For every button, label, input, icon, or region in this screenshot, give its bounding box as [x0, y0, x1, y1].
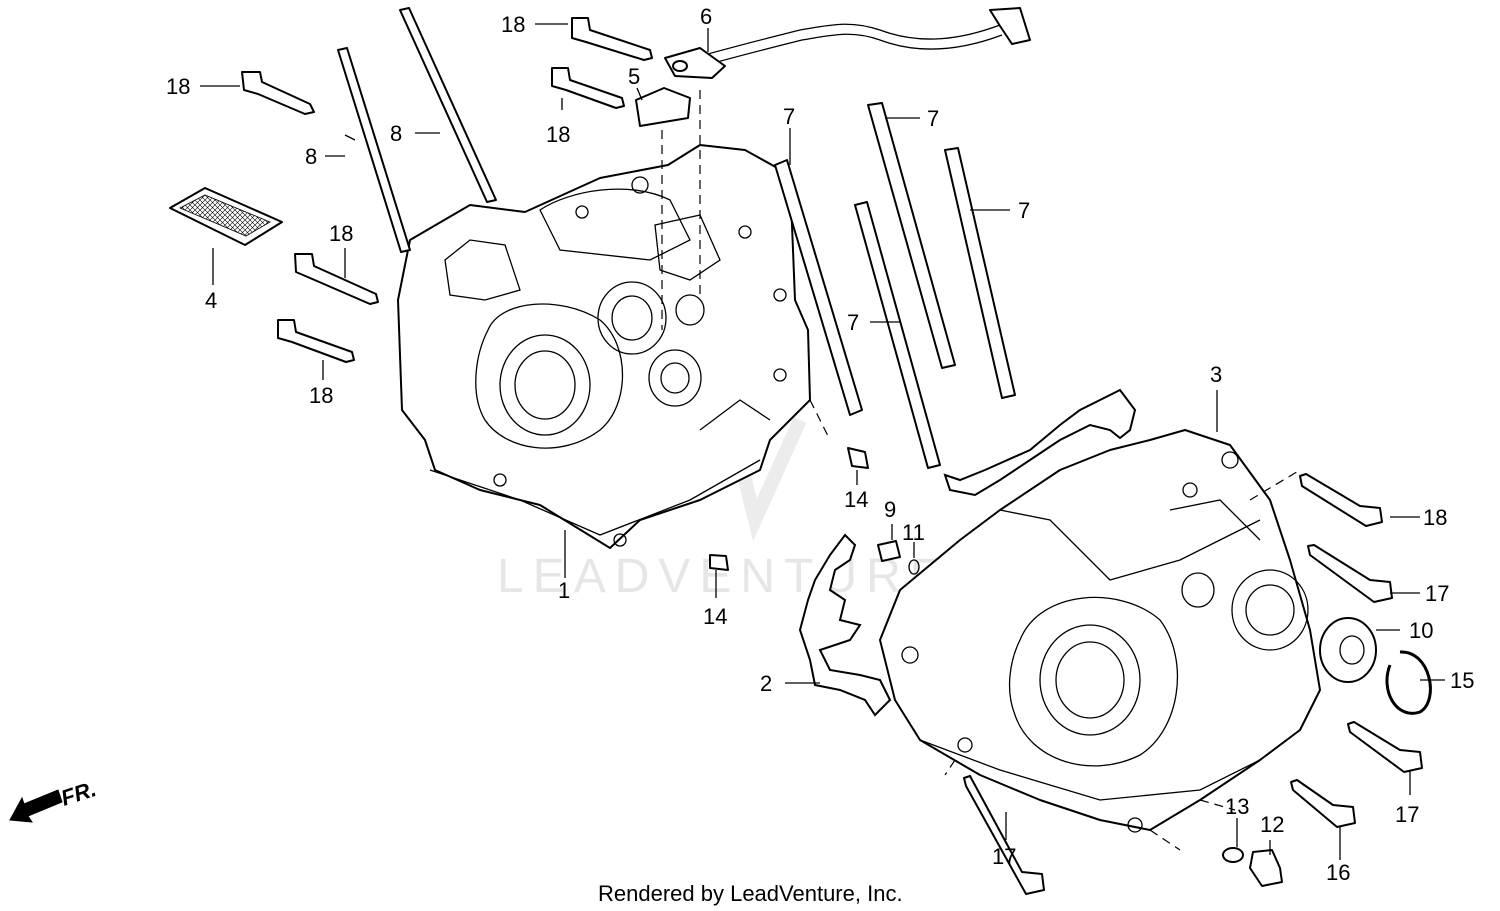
callout-18: 18	[309, 383, 333, 408]
crankcase-gasket-top	[943, 388, 1137, 497]
callout-18: 18	[1423, 505, 1447, 530]
callout-18: 18	[329, 221, 353, 246]
bolts-17-16	[963, 544, 1423, 895]
callout-5: 5	[628, 64, 640, 89]
callout-8: 8	[390, 121, 402, 146]
snap-ring-15	[1385, 650, 1432, 715]
callout-18: 18	[546, 122, 570, 147]
front-arrow-icon	[9, 789, 63, 823]
leader-lines	[200, 23, 1445, 860]
callout-labels: 18 18 18 18 18 18 6 5 8 8 4 7 7 7 7 14 1…	[166, 4, 1474, 885]
dowel-pins-14	[709, 447, 869, 571]
callout-3: 3	[1210, 362, 1222, 387]
oil-seal-10	[1319, 617, 1377, 683]
callout-7: 7	[927, 106, 939, 131]
callout-17: 17	[1425, 581, 1449, 606]
bolts-18	[241, 17, 1383, 527]
front-direction-indicator: FR.	[9, 776, 99, 823]
front-indicator-label: FR.	[58, 776, 99, 811]
callout-4: 4	[205, 288, 217, 313]
left-crankcase-half	[397, 144, 811, 549]
callout-8: 8	[305, 144, 317, 169]
callout-2: 2	[760, 671, 772, 696]
callout-15: 15	[1450, 668, 1474, 693]
callout-13: 13	[1225, 794, 1249, 819]
crankcase-gasket	[798, 533, 892, 717]
callout-9: 9	[884, 497, 896, 522]
oil-strainer-screen	[169, 187, 283, 246]
callout-7: 7	[847, 310, 859, 335]
callout-17: 17	[1395, 802, 1419, 827]
callout-18: 18	[501, 12, 525, 37]
callout-16: 16	[1326, 860, 1350, 885]
callout-14: 14	[844, 487, 868, 512]
callout-12: 12	[1260, 812, 1284, 837]
callout-10: 10	[1409, 618, 1433, 643]
callout-1: 1	[558, 578, 570, 603]
callout-17: 17	[992, 844, 1016, 869]
callout-7: 7	[783, 104, 795, 129]
callout-6: 6	[700, 4, 712, 29]
small-parts-9-11	[877, 540, 920, 575]
stud-bolts-8	[337, 7, 497, 253]
footer-credit: Rendered by LeadVenture, Inc.	[598, 881, 903, 906]
drain-bolt-12-washer-13	[1222, 847, 1283, 887]
callout-7: 7	[1018, 198, 1030, 223]
callout-18: 18	[166, 74, 190, 99]
tube-clamp	[635, 87, 691, 127]
callout-11: 11	[902, 520, 925, 545]
breather-tube	[664, 7, 1031, 79]
right-crankcase-half	[879, 429, 1321, 833]
callout-14: 14	[703, 604, 727, 629]
stud-bolts-7	[774, 102, 1016, 469]
